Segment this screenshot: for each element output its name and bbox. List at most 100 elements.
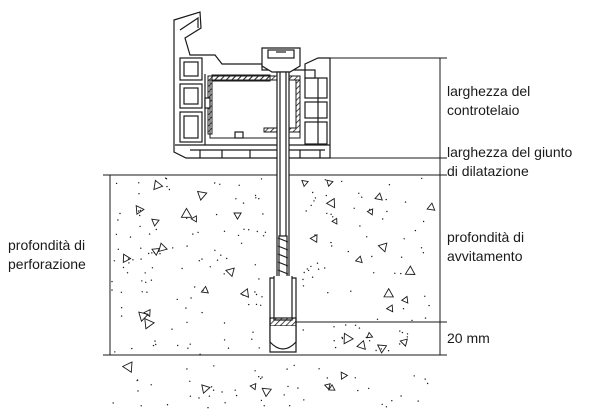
concrete-grain: [216, 259, 219, 261]
concrete-grain: [223, 273, 225, 275]
concrete-grain: [146, 291, 148, 293]
concrete-grain: [213, 365, 215, 367]
concrete-grain: [326, 212, 328, 215]
concrete-grain: [401, 331, 404, 334]
concrete-grain: [248, 303, 250, 306]
concrete-grain: [120, 307, 123, 309]
concrete-grain: [166, 404, 169, 406]
concrete-grain: [417, 400, 419, 402]
concrete-grain: [341, 336, 343, 339]
concrete-grain: [289, 405, 291, 407]
concrete-grain: [385, 406, 388, 408]
concrete-grain: [208, 395, 211, 397]
aggregate-stone: [180, 207, 193, 218]
concrete-grain: [287, 385, 289, 388]
concrete-grain: [219, 183, 221, 185]
concrete-grain: [117, 248, 120, 250]
aggregate-stone: [233, 212, 242, 220]
concrete-grain: [137, 390, 139, 392]
concrete-grain: [131, 347, 133, 350]
concrete-grain: [140, 405, 142, 407]
concrete-wall: [110, 174, 440, 409]
concrete-grain: [411, 319, 413, 322]
aggregate-stone: [326, 179, 334, 188]
concrete-grain: [293, 364, 295, 367]
concrete-grain: [224, 402, 226, 404]
concrete-grain: [347, 250, 349, 253]
concrete-grain: [145, 281, 147, 283]
frame-edge: [330, 57, 440, 159]
concrete-grain: [214, 182, 216, 184]
concrete-grain: [414, 229, 417, 232]
concrete-grain: [255, 197, 257, 199]
concrete-grain: [302, 278, 304, 281]
concrete-grain: [385, 198, 387, 201]
concrete-grain: [382, 218, 384, 220]
concrete-grain: [243, 228, 245, 230]
window-frame-profile: [173, 11, 331, 159]
concrete-grain: [226, 257, 228, 260]
concrete-grain: [334, 346, 337, 349]
aggregate-stone: [135, 204, 145, 216]
concrete-grain: [305, 210, 307, 212]
concrete-grain: [139, 214, 141, 217]
concrete-grain: [234, 389, 236, 391]
concrete-grain: [189, 343, 191, 345]
concrete-grain: [324, 267, 326, 269]
concrete-grain: [413, 375, 415, 377]
aggregate-stone: [377, 242, 388, 253]
aggregate-stone: [374, 192, 383, 201]
concrete-grain: [286, 368, 288, 370]
aggregate-stone: [249, 382, 257, 391]
concrete-grain: [258, 198, 260, 200]
screwing-depth-line1: profondità di: [447, 229, 525, 245]
aggregate-stone: [426, 202, 436, 211]
drilling-depth-line1: profondità di: [8, 237, 86, 253]
concrete-grain: [136, 379, 138, 382]
concrete-grain: [186, 321, 188, 324]
concrete-grain: [303, 399, 305, 401]
concrete-grain: [303, 271, 305, 274]
aggregate-stone: [190, 215, 197, 223]
concrete-speckle: [111, 177, 436, 409]
concrete-grain: [376, 318, 379, 320]
concrete-grain: [223, 339, 226, 341]
concrete-grain: [197, 231, 199, 234]
concrete-grain: [209, 266, 211, 268]
concrete-grain: [198, 397, 200, 399]
frame-anchor-screw: [261, 47, 301, 353]
concrete-grain: [406, 336, 408, 338]
concrete-grain: [139, 225, 141, 228]
aggregate-stone: [400, 295, 409, 304]
concrete-grain: [428, 304, 430, 307]
aggregate-stone: [376, 344, 388, 354]
aggregate-stone: [143, 308, 151, 318]
concrete-grain: [318, 368, 320, 370]
aggregate-stone: [366, 208, 374, 216]
concrete-grain: [223, 322, 226, 324]
concrete-grain: [150, 279, 153, 281]
concrete-grain: [260, 377, 262, 380]
concrete-grain: [151, 267, 154, 269]
aggregate-stone: [385, 304, 394, 313]
concrete-grain: [404, 201, 407, 203]
concrete-grain: [139, 209, 142, 212]
concrete-grain: [388, 184, 391, 186]
concrete-grain: [261, 376, 263, 378]
concrete-grain: [138, 193, 140, 195]
concrete-grain: [391, 400, 393, 402]
concrete-grain: [113, 260, 116, 262]
concrete-grain: [248, 229, 250, 231]
concrete-grain: [150, 384, 152, 386]
aggregate-stone: [151, 218, 160, 227]
aggregate-stone: [404, 265, 416, 275]
concrete-grain: [254, 194, 257, 197]
concrete-grain: [354, 377, 356, 379]
concrete-grain: [141, 280, 143, 282]
concrete-grain: [221, 391, 223, 393]
concrete-grain: [353, 207, 355, 209]
concrete-grain: [137, 210, 140, 212]
aggregate-stone: [323, 383, 331, 391]
concrete-grain: [366, 236, 368, 238]
